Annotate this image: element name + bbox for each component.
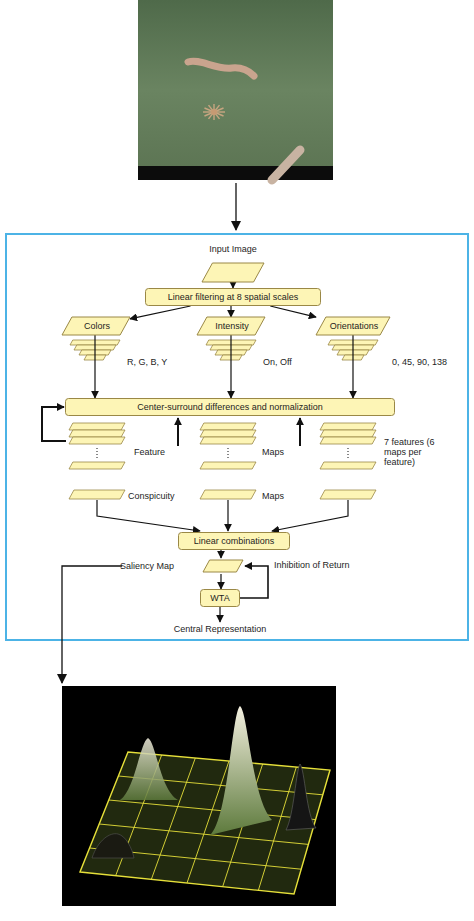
annotation-label: Central Representation: [150, 624, 290, 634]
box-shape: [66, 399, 395, 416]
merge-line: [272, 500, 348, 531]
process-box: Center-surround differences and normaliz…: [65, 398, 395, 416]
feature-map: [200, 437, 256, 444]
flow-connector: [270, 306, 316, 317]
saliency-plot: [62, 686, 336, 906]
annotation-label: On, Off: [263, 357, 313, 367]
node-label: Linear filtering at 8 spatial scales: [145, 292, 321, 302]
edge-label: Inhibition of Return: [274, 560, 370, 570]
annotation-label: 0, 45, 90, 138: [392, 357, 472, 367]
node-text-area: Linear filtering at 8 spatial scales: [145, 288, 321, 306]
feature-map: [200, 423, 256, 430]
input-image: Input Image: [190, 241, 276, 283]
feature-map: [320, 423, 376, 430]
merge-line: [227, 500, 228, 531]
node-text-area: Intensity: [203, 317, 261, 335]
sea-star: [203, 104, 225, 120]
plot-grid: [90, 755, 323, 890]
ellipsis-line: [348, 448, 349, 458]
node-text-area: Center-surround differences and normaliz…: [65, 398, 395, 416]
flow-connector: [220, 550, 221, 558]
conspicuity-map: [320, 490, 376, 499]
sea-cucumber: [272, 150, 300, 180]
process-box: Linear filtering at 8 spatial scales: [145, 288, 321, 306]
node-label: WTA: [200, 593, 240, 603]
annotation-label: 7 features (6 maps per feature): [384, 437, 440, 467]
flow-connector: [220, 574, 221, 589]
feedback-arrow: [177, 418, 179, 446]
sea-cucumber: [188, 61, 254, 76]
annotation-label: Feature: [134, 447, 178, 457]
flow-connector: [240, 566, 268, 598]
feedback-arrow: [299, 418, 301, 446]
node-label: Linear combinations: [178, 536, 290, 546]
feature-map: [69, 437, 125, 444]
saliency-peak: [286, 764, 316, 830]
sea-photo: [138, 0, 333, 180]
node-label: Orientations: [322, 321, 386, 331]
output-arrow: [219, 607, 220, 622]
saliency-peak: [210, 706, 272, 835]
saliency-peak: [92, 834, 134, 858]
flow-connector: [230, 335, 231, 398]
box-shape: [146, 289, 321, 306]
parallelogram-shape: [197, 317, 265, 335]
annotation-label: Conspicuity: [128, 491, 188, 501]
flow-connector: [230, 306, 231, 317]
saliency-map: Saliency Map: [120, 558, 245, 574]
feature-map: [69, 462, 125, 469]
saliency-peak: [120, 738, 178, 800]
parallelogram-shape: [316, 317, 390, 335]
photo-band: [138, 166, 333, 180]
node-label: Center-surround differences and normaliz…: [65, 402, 395, 412]
feature-map: [200, 430, 256, 437]
feature-map: [320, 462, 376, 469]
conspicuity-map: [200, 490, 256, 499]
ellipsis-line: [228, 448, 229, 458]
node-text-area: Saliency Map: [120, 558, 200, 574]
feature-map: [320, 437, 376, 444]
flow-connector: [352, 335, 353, 398]
flow-connector: [232, 283, 233, 288]
box-shape: [201, 590, 240, 607]
node-text-area: Orientations: [322, 317, 386, 335]
ellipsis-line: [97, 448, 98, 458]
feature-channel: Orientations: [316, 317, 390, 335]
node-label: Intensity: [203, 321, 261, 331]
node-text-area: Linear combinations: [178, 532, 290, 550]
parallelogram-shape: [203, 560, 243, 572]
conspicuity-map: [69, 490, 125, 499]
parallelogram-shape: [62, 317, 130, 335]
node-text-area: WTA: [200, 589, 240, 607]
saliency-link: [62, 566, 122, 683]
annotation-label: Maps: [262, 491, 298, 501]
feature-map: [320, 430, 376, 437]
plot-plane: [80, 752, 330, 894]
node-label: Input Image: [190, 244, 276, 254]
flow-connector: [94, 335, 95, 398]
model-frame: [6, 234, 468, 640]
box-shape: [179, 533, 290, 550]
node-text-area: Colors: [68, 317, 126, 335]
flow-connector: [130, 306, 190, 319]
feedback-arrow: [42, 407, 66, 441]
annotation-label: R, G, B, Y: [127, 357, 187, 367]
wta-box: WTA: [200, 589, 240, 607]
node-label: Saliency Map: [120, 561, 200, 571]
parallelogram-shape: [202, 263, 264, 282]
annotation-label: Maps: [262, 447, 298, 457]
process-box: Linear combinations: [178, 532, 290, 550]
node-text-area: Input Image: [190, 241, 276, 257]
feature-channel: Colors: [62, 317, 130, 335]
feature-map: [200, 462, 256, 469]
feature-map: [69, 430, 125, 437]
feature-channel: Intensity: [197, 317, 265, 335]
node-label: Colors: [68, 321, 126, 331]
feature-map: [69, 423, 125, 430]
merge-line: [97, 500, 200, 531]
flow-arrow: [235, 183, 236, 230]
